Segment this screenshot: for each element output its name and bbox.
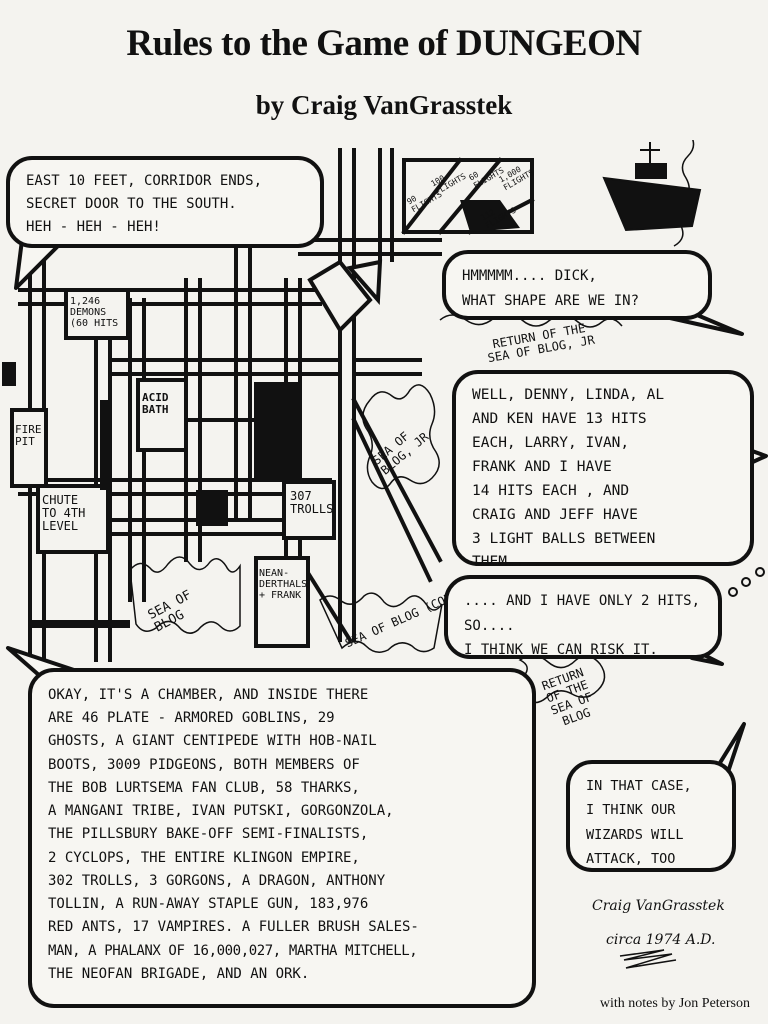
- author-signature: Craig VanGrasstek: [592, 898, 725, 914]
- demons-room-label: 1,246 DEMONS (60 HITS: [70, 296, 119, 329]
- bubble-line: HMMMMM.... DICK,: [462, 268, 597, 284]
- bubble-line: TOLLIN, A RUN-AWAY STAPLE GUN, 183,976: [48, 896, 369, 913]
- bubble-line: 3 LIGHT BALLS BETWEEN: [472, 530, 656, 547]
- bubble-line: MAN, A PHALANX OF 16,000,027, MARTHA MIT…: [48, 942, 418, 959]
- speech-bubble-chamber: OKAY, IT'S A CHAMBER, AND INSIDE THERE A…: [28, 668, 536, 1008]
- bubble-line: .... AND I HAVE ONLY 2 HITS,: [464, 593, 701, 609]
- bubble-line: BOOTS, 3009 PIDGEONS, BOTH MEMBERS OF: [48, 756, 360, 773]
- bubble-line: ARE 46 PLATE - ARMORED GOBLINS, 29: [48, 710, 335, 727]
- trolls-room-label: 307 TROLLS: [290, 489, 334, 517]
- bubble-line: I THINK WE CAN RISK IT.: [464, 642, 658, 658]
- bubble-line: THE BOB LURTSEMA FAN CLUB, 58 THARKS,: [48, 779, 360, 796]
- acid-bath-label: ACID BATH: [142, 391, 169, 417]
- bubble-line: WHAT SHAPE ARE WE IN?: [462, 292, 640, 309]
- bubble-line: EAST 10 FEET, CORRIDOR ENDS,: [26, 173, 263, 189]
- fire-pit-label: FIRE PIT: [15, 423, 42, 449]
- signature-date: circa 1974 A.D.: [606, 932, 716, 948]
- bubble-line: WELL, DENNY, LINDA, AL: [472, 387, 665, 403]
- bubble-line: 302 TROLLS, 3 GORGONS, A DRAGON, ANTHONY: [48, 872, 386, 889]
- speech-bubble-risk: .... AND I HAVE ONLY 2 HITS, SO.... I TH…: [444, 575, 722, 659]
- bubble-line: 2 CYCLOPS, THE ENTIRE KLINGON EMPIRE,: [48, 849, 360, 866]
- bubble-line: HEH - HEH - HEH!: [26, 219, 161, 236]
- neanderthals-room-label: NEAN- DERTHALS + FRANK: [259, 568, 308, 601]
- bubble-line: A MANGANI TRIBE, IVAN PUTSKI, GORGONZOLA…: [48, 803, 394, 820]
- bubble-line: FRANK AND I HAVE: [472, 458, 612, 475]
- bubble-line: OKAY, IT'S A CHAMBER, AND INSIDE THERE: [48, 687, 369, 703]
- bubble-line: SO....: [464, 617, 515, 634]
- bubble-line: CRAIG AND JEFF HAVE: [472, 506, 638, 523]
- author-byline: by Craig VanGrasstek: [255, 90, 513, 120]
- bubble-line: WIZARDS WILL: [586, 826, 684, 843]
- page-title: Rules to the Game of DUNGEON: [126, 23, 642, 64]
- bubble-line: EACH, LARRY, IVAN,: [472, 434, 630, 451]
- bubble-line: THE NEOFAN BRIGADE, AND AN ORK.: [48, 965, 310, 982]
- bubble-line: RED ANTS, 17 VAMPIRES. A FULLER BRUSH SA…: [48, 919, 419, 936]
- bubble-line: GHOSTS, A GIANT CENTIPEDE WITH HOB-NAIL: [48, 733, 377, 750]
- chute-label: CHUTE TO 4TH LEVEL: [42, 493, 86, 534]
- speech-bubble-hits: WELL, DENNY, LINDA, AL AND KEN HAVE 13 H…: [452, 370, 754, 570]
- speech-bubble-dick: HMMMMM.... DICK, WHAT SHAPE ARE WE IN?: [442, 250, 712, 320]
- notes-credit: with notes by Jon Peterson: [599, 996, 750, 1011]
- bubble-line: THEM....: [472, 554, 542, 571]
- bubble-line: 14 HITS EACH , AND: [472, 482, 630, 499]
- speech-bubble-east: EAST 10 FEET, CORRIDOR ENDS, SECRET DOOR…: [6, 156, 324, 248]
- speech-bubble-wizards: IN THAT CASE, I THINK OUR WIZARDS WILL A…: [566, 760, 736, 872]
- bubble-line: IN THAT CASE,: [586, 778, 692, 794]
- bubble-line: I THINK OUR: [586, 802, 676, 819]
- bubble-line: AND KEN HAVE 13 HITS: [472, 410, 647, 427]
- bubble-line: ATTACK, TOO: [586, 850, 676, 867]
- bubble-line: SECRET DOOR TO THE SOUTH.: [26, 196, 237, 213]
- ship-icon: [602, 142, 702, 232]
- bubble-line: THE PILLSBURY BAKE-OFF SEMI-FINALISTS,: [48, 826, 369, 843]
